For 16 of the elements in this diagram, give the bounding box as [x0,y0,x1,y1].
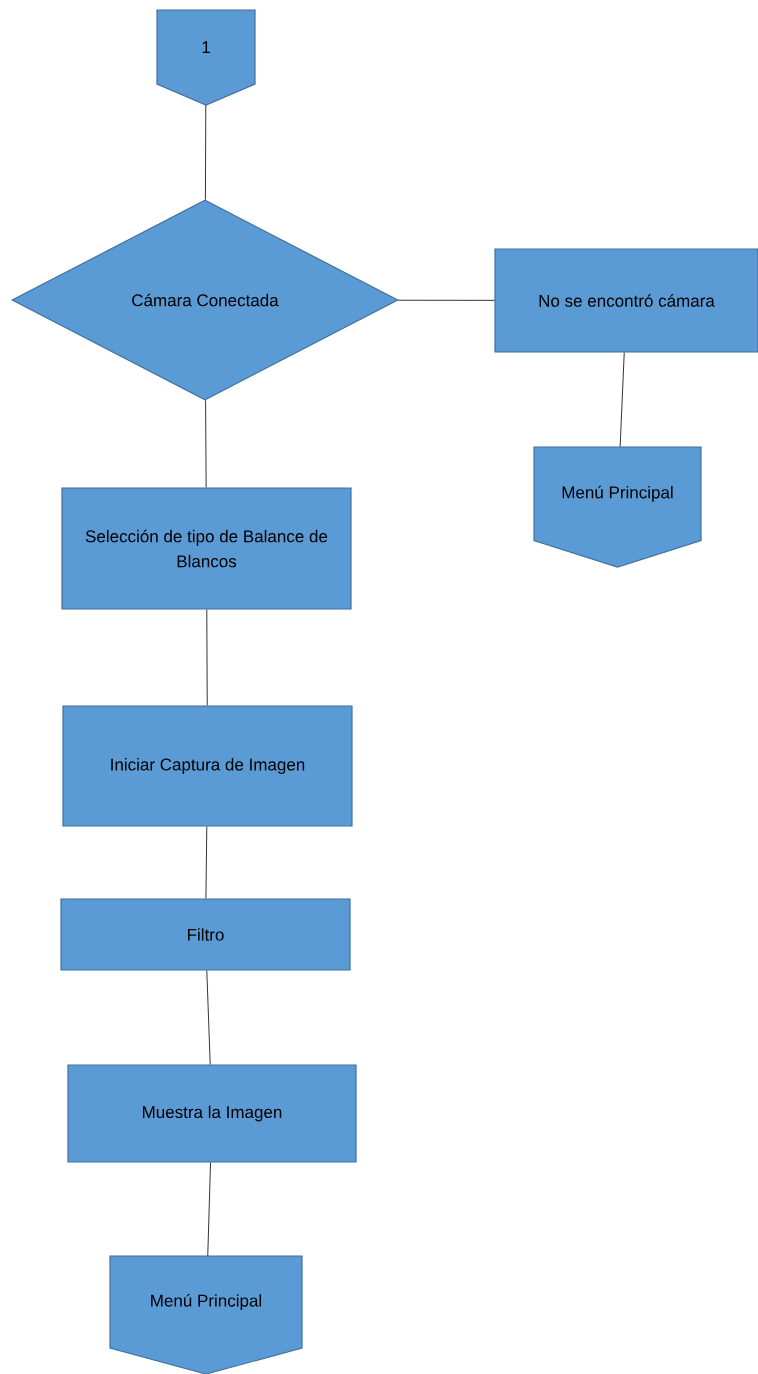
connector-line [397,299,495,301]
off-page-connector: Menú Principal [109,1255,303,1374]
off-page-connector: 1 [156,9,256,106]
connector-line [206,970,211,1065]
off-page-connector: Menú Principal [533,446,702,568]
connector-line [619,352,625,448]
process-box: Filtro [60,898,351,971]
process-box: Selección de tipo de Balance de Blancos [61,487,352,610]
process-box: Iniciar Captura de Imagen [62,705,353,827]
process-box: Muestra la Imagen [67,1064,357,1163]
connector-line [206,609,208,706]
connector-line [205,826,208,899]
connector-line [207,1162,211,1257]
connector-line [205,399,207,488]
connector-line [205,104,207,200]
process-box: No se encontró cámara [494,248,758,353]
